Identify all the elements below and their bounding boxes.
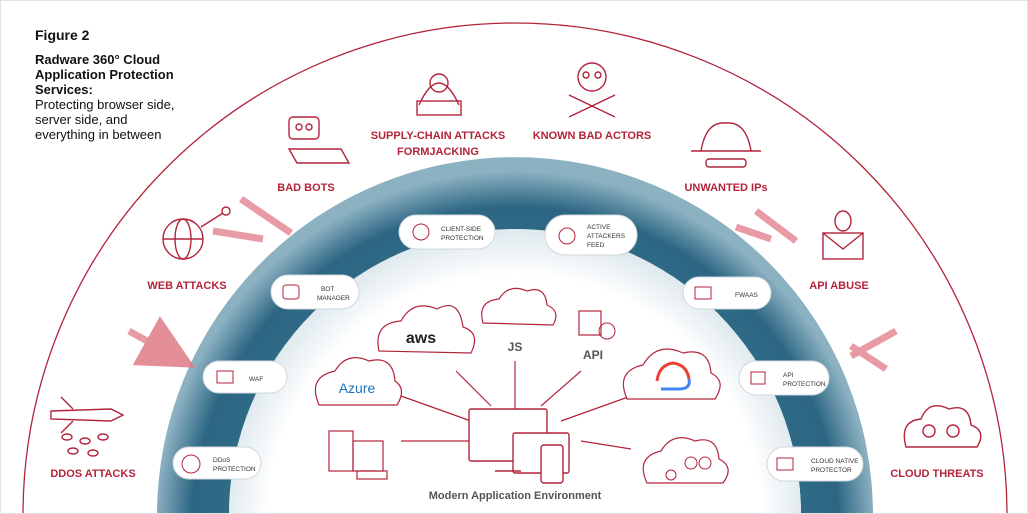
globe-attack-icon xyxy=(162,206,231,260)
figure-body: Protecting browser side, server side, an… xyxy=(35,97,175,142)
service-label-line1: CLIENT-SIDE xyxy=(441,226,482,233)
figure-label: Figure 2 xyxy=(35,27,90,43)
kubernetes-cloud xyxy=(642,437,729,484)
protection-ring xyxy=(157,157,873,513)
service-label-line2: MANAGER xyxy=(317,295,350,302)
environment-links xyxy=(400,361,632,450)
service-label-line1: BOT xyxy=(321,286,334,293)
environment-label: Modern Application Environment xyxy=(429,490,602,502)
service-fwaas: FWAAS xyxy=(682,276,772,310)
jet-icon xyxy=(50,396,125,434)
label-bad-bots: BAD BOTS xyxy=(277,182,334,194)
service-label-line1: API xyxy=(783,372,794,379)
masked-hat-icon xyxy=(691,122,761,168)
service-label-line3: FEED xyxy=(587,242,605,249)
service-label-line1: DDoS xyxy=(213,457,231,464)
api-label: API xyxy=(583,348,603,362)
service-label-line1: FWAAS xyxy=(735,292,759,299)
service-pills: DDoS PROTECTION WAF BOT MANAGER CLIENT-S… xyxy=(172,214,864,482)
service-label-line2: PROTECTION xyxy=(783,381,826,388)
bot-laptop-icon xyxy=(287,116,351,164)
label-known-bad-actors: KNOWN BAD ACTORS xyxy=(533,130,652,142)
service-client-side-protection: CLIENT-SIDE PROTECTION xyxy=(398,214,496,250)
service-label-line2: PROTECTOR xyxy=(811,467,852,474)
service-label-line2: ATTACKERS xyxy=(587,233,626,240)
outer-arc xyxy=(22,22,1008,513)
label-ddos-attacks: DDOS ATTACKS xyxy=(50,468,135,480)
label-supply-chain: SUPPLY-CHAIN ATTACKS xyxy=(371,130,505,142)
figure-caption: Figure 2 Radware 360° Cloud Application … xyxy=(35,27,185,142)
label-api-abuse: API ABUSE xyxy=(809,280,869,292)
api-node: API xyxy=(578,310,616,362)
service-active-attackers-feed: ACTIVE ATTACKERS FEED xyxy=(544,214,638,256)
label-unwanted-ips: UNWANTED IPs xyxy=(684,182,767,194)
service-bot-manager: BOT MANAGER xyxy=(270,274,360,310)
aws-cloud: aws xyxy=(377,305,476,354)
service-cloud-native-protector: CLOUD NATIVE PROTECTOR xyxy=(766,446,864,482)
label-web-attacks: WEB ATTACKS xyxy=(147,280,226,292)
service-api-protection: API PROTECTION xyxy=(738,360,830,396)
service-label-line1: ACTIVE xyxy=(587,224,611,231)
label-formjacking: FORMJACKING xyxy=(397,146,479,158)
devices-icon xyxy=(468,408,570,484)
service-label-line1: WAF xyxy=(249,376,263,383)
figure-title: Radware 360° Cloud Application Protectio… xyxy=(35,52,174,97)
google-cloud xyxy=(622,348,721,400)
azure-label: Azure xyxy=(339,380,376,396)
service-label-line1: CLOUD NATIVE xyxy=(811,458,859,465)
bug-envelope-icon xyxy=(822,210,864,260)
skull-crossbones-icon xyxy=(568,62,616,118)
service-label-line2: PROTECTION xyxy=(441,235,484,242)
server-building-icon xyxy=(328,430,388,480)
js-label: JS xyxy=(508,340,523,354)
threat-arrows xyxy=(127,196,898,372)
label-cloud-threats: CLOUD THREATS xyxy=(890,468,983,480)
service-label-line2: PROTECTION xyxy=(213,466,256,473)
service-ddos-protection: DDoS PROTECTION xyxy=(172,446,262,480)
bombs-icon xyxy=(61,433,109,457)
hacker-icon xyxy=(416,73,462,116)
azure-cloud: Azure xyxy=(314,357,403,406)
service-waf: WAF xyxy=(202,360,288,394)
js-cloud: JS xyxy=(481,287,557,354)
cloud-skulls-icon xyxy=(903,405,982,448)
aws-label: aws xyxy=(406,330,436,347)
